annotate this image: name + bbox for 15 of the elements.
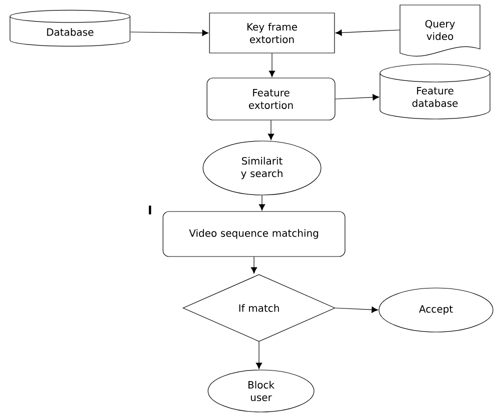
arrow bbox=[268, 53, 276, 78]
arrow bbox=[335, 94, 380, 100]
arrow bbox=[258, 195, 266, 211]
arrow bbox=[335, 30, 400, 36]
arrow bbox=[256, 342, 262, 370]
label-text: I bbox=[148, 206, 152, 214]
arrow bbox=[335, 306, 378, 313]
database-cylinder: Database bbox=[10, 10, 130, 47]
process-box: Key frame extortion bbox=[209, 12, 335, 54]
arrow bbox=[268, 120, 274, 140]
process-box: Feature extortion bbox=[206, 78, 336, 120]
process-box: Video sequence matching bbox=[162, 211, 346, 257]
database-cylinder: Feature database bbox=[380, 64, 490, 120]
arrow bbox=[130, 30, 209, 36]
arrow bbox=[250, 256, 258, 274]
